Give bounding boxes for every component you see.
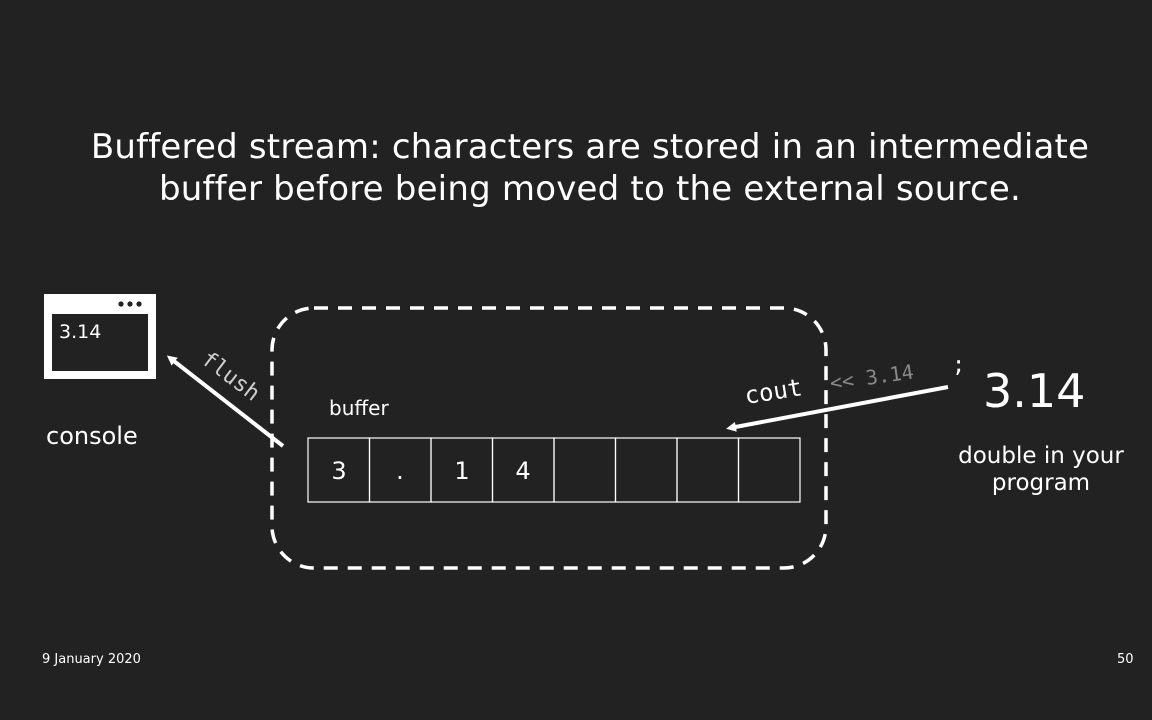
buffer-cell [676, 437, 740, 503]
buffer-cell [614, 437, 678, 503]
cout-keyword: cout [743, 373, 804, 410]
console-window-icon: 3.14 [44, 294, 156, 379]
variable-value: 3.14 [983, 364, 1086, 418]
title-line-2: buffer before being moved to the externa… [158, 169, 1021, 209]
buffer-cell [737, 437, 801, 503]
buffer-label: buffer [329, 396, 389, 420]
footer-date: 9 January 2020 [42, 652, 141, 667]
page-number: 50 [1117, 652, 1134, 667]
statement-semicolon: ; [952, 353, 965, 378]
console-label: console [46, 422, 138, 450]
flush-arrow [166, 355, 285, 448]
slide-title: Buffered stream: characters are stored i… [40, 126, 1140, 210]
insert-arrow [726, 385, 949, 432]
buffer-cell-char: . [396, 457, 404, 485]
flush-label: flush [196, 347, 264, 407]
buffer-cell-char: 4 [515, 457, 530, 485]
buffer-cell-char: 1 [454, 457, 469, 485]
buffer-cell-char: 3 [331, 457, 346, 485]
insert-operator-text: << 3.14 [828, 359, 915, 394]
console-output-text: 3.14 [59, 321, 101, 343]
buffer-cell [553, 437, 617, 503]
variable-description: double in your program [958, 443, 1124, 496]
buffer-cells [307, 437, 801, 503]
title-line-1: Buffered stream: characters are stored i… [90, 127, 1090, 167]
